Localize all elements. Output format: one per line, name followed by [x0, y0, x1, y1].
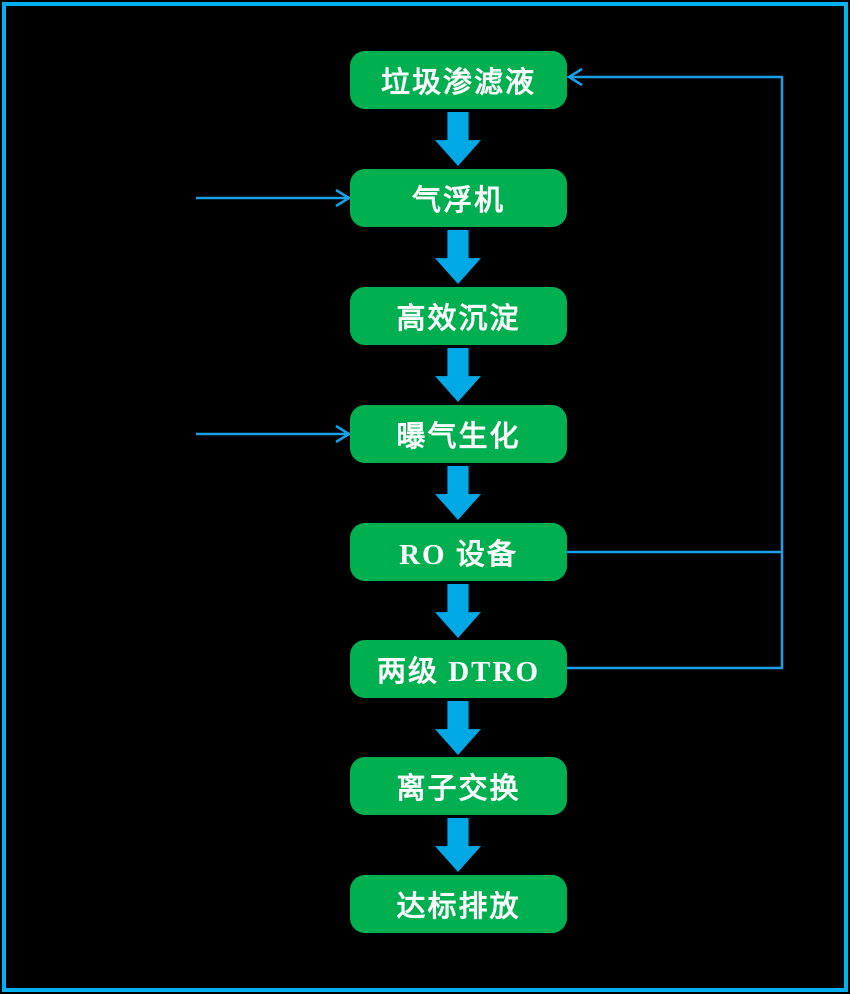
return-arrowhead-leachate-icon	[566, 67, 583, 87]
step-2-air-flotation-box: 气浮机	[350, 169, 567, 227]
step-7-ion-exchange-box: 离子交换	[350, 757, 567, 815]
step-8-label: 达标排放	[396, 891, 521, 923]
return-line-dtro	[567, 75, 784, 670]
step-5-ro-equipment-box: RO 设备	[350, 523, 567, 581]
step-6-dtro-box: 两级 DTRO	[350, 640, 567, 698]
step-2-label: 气浮机	[411, 185, 505, 217]
inlet-arrowhead-aeration-icon	[335, 424, 352, 444]
step-4-label: 曝气生化	[396, 421, 521, 453]
step-8-discharge-box: 达标排放	[350, 875, 567, 933]
step-4-aeration-box: 曝气生化	[350, 405, 567, 463]
step-1-label: 垃圾渗滤液	[380, 67, 536, 99]
step-6-label: 两级 DTRO	[376, 656, 541, 688]
step-7-label: 离子交换	[396, 773, 521, 805]
step-5-label: RO 设备	[399, 539, 518, 571]
inlet-arrowhead-air-flotation-icon	[335, 188, 352, 208]
step-3-sedimentation-box: 高效沉淀	[350, 287, 567, 345]
step-1-leachate-box: 垃圾渗滤液	[350, 51, 567, 109]
step-3-label: 高效沉淀	[396, 303, 521, 335]
